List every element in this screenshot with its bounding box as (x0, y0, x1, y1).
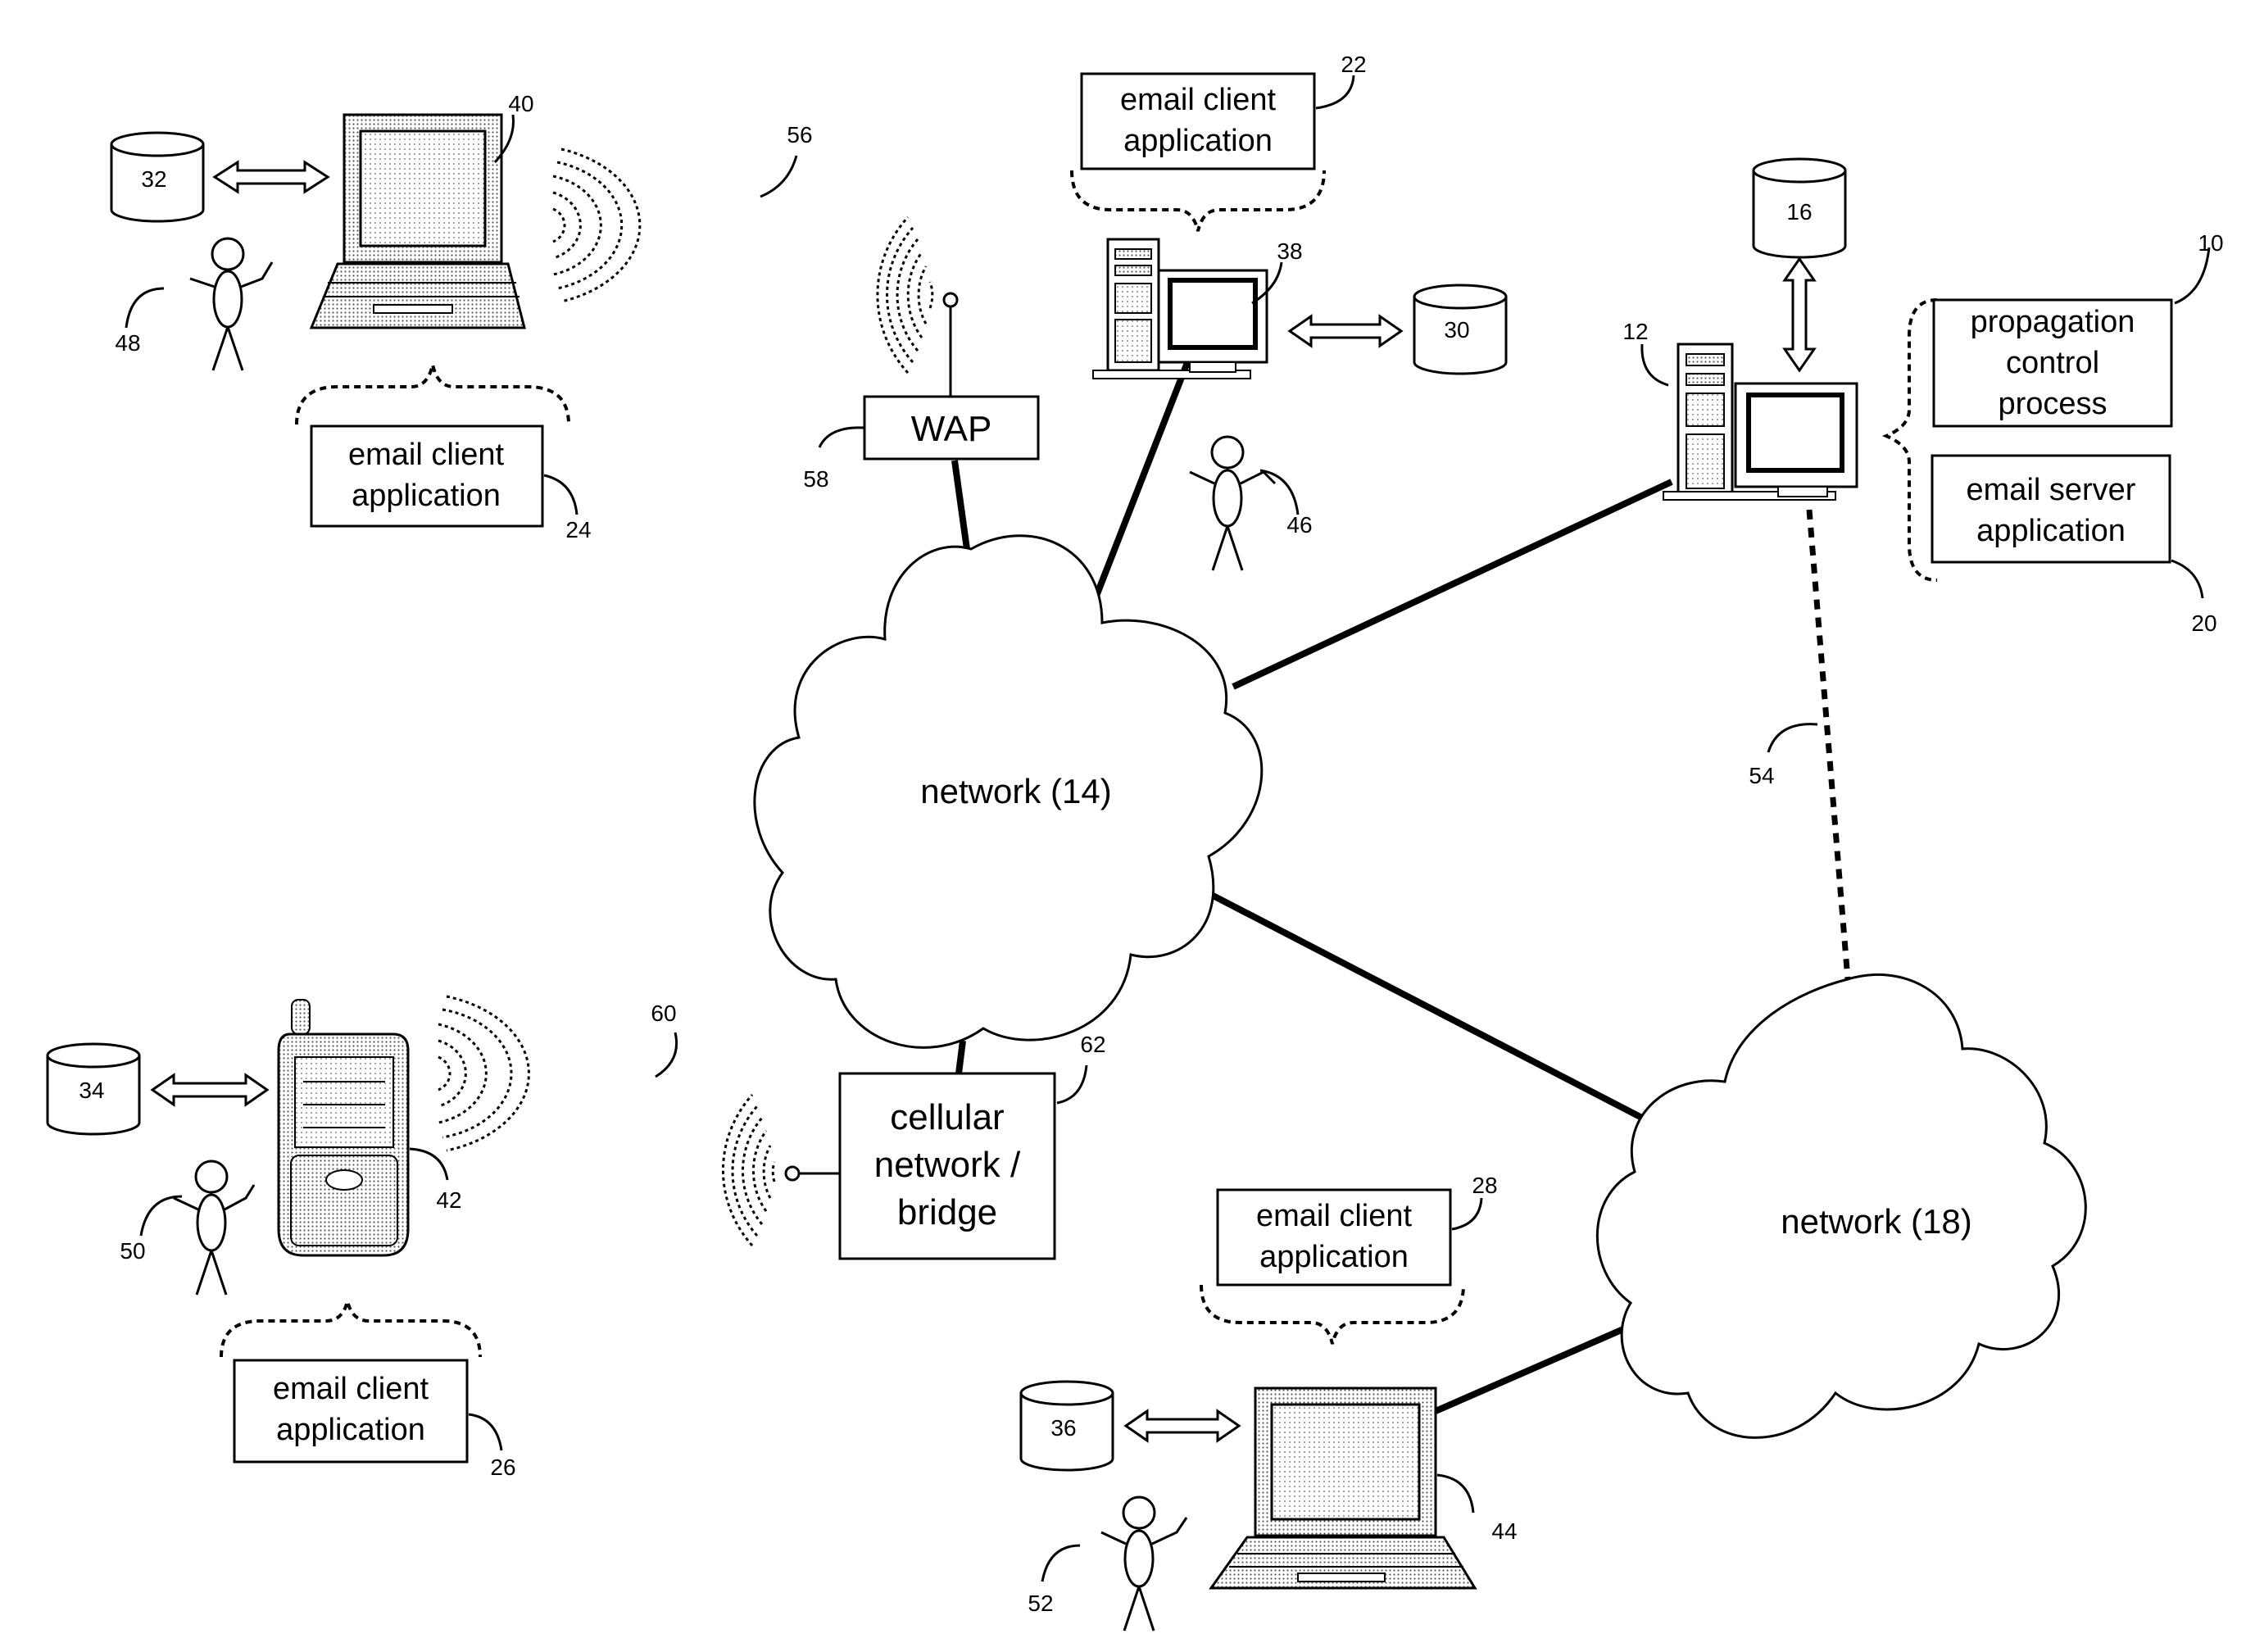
ref-52: 52 (1028, 1591, 1053, 1616)
email-client-28-line1: email client (1256, 1199, 1413, 1233)
ref-40: 40 (508, 91, 533, 116)
ref-10: 10 (2198, 230, 2223, 256)
cellular-label-1: cellular (890, 1097, 1004, 1137)
cellular-label-2: network / (874, 1145, 1021, 1185)
antenna-icon (786, 1167, 799, 1180)
email-client-26-line2: application (276, 1413, 425, 1447)
brace-laptop40 (297, 365, 569, 424)
propagation-line1: propagation (1971, 305, 2135, 339)
ref-44: 44 (1491, 1518, 1517, 1544)
user-icon-50 (174, 1161, 254, 1295)
smartphone-icon (279, 1000, 408, 1255)
dashed-link-server12-network18 (1809, 510, 1848, 979)
laptop-computer-icon (311, 115, 524, 328)
desktop-computer-icon (1093, 239, 1267, 379)
ref-56: 56 (787, 122, 812, 148)
phone-wireless-waves-icon (438, 996, 529, 1150)
db-label-16: 16 (1786, 199, 1812, 225)
link-network14-network18 (1200, 889, 1659, 1127)
brace-server12 (1886, 300, 1937, 580)
ref-58: 58 (803, 466, 828, 492)
email-client-22-line2: application (1123, 124, 1273, 158)
email-server-line1: email server (1967, 473, 2136, 507)
link-wap-network14 (955, 461, 967, 549)
email-client-22-line1: email client (1120, 83, 1277, 117)
email-client-24-line2: application (352, 479, 501, 513)
ref-38: 38 (1277, 238, 1302, 264)
propagation-line2: control (2006, 346, 2099, 380)
ref-54: 54 (1749, 763, 1774, 788)
double-arrow-icon (1785, 259, 1814, 370)
double-arrow-icon (215, 162, 328, 192)
link-desktop38-network14 (1094, 361, 1188, 602)
ref-60: 60 (651, 1001, 676, 1026)
double-arrow-icon (1126, 1411, 1239, 1441)
email-client-24-line1: email client (348, 438, 505, 472)
brace-phone42 (221, 1301, 480, 1357)
laptop-computer-icon (1211, 1388, 1475, 1588)
cellular-label-3: bridge (897, 1192, 997, 1232)
double-arrow-icon (152, 1075, 267, 1105)
cellular-wireless-waves-icon (723, 1095, 774, 1246)
double-arrow-icon (1290, 316, 1401, 346)
brace-desktop38 (1072, 170, 1324, 231)
laptop-wireless-waves-icon (553, 149, 640, 302)
propagation-line3: process (1998, 387, 2107, 421)
network-18-label: network (18) (1781, 1202, 1971, 1241)
db-label-32: 32 (141, 166, 166, 192)
ref-24: 24 (565, 517, 591, 542)
wap-wireless-waves-icon (878, 217, 932, 373)
user-icon-46 (1190, 437, 1275, 570)
ref-22: 22 (1341, 52, 1366, 77)
ref-42: 42 (436, 1187, 461, 1213)
link-network14-cellular (959, 1041, 963, 1073)
ref-28: 28 (1472, 1173, 1497, 1198)
server-computer-icon (1663, 344, 1857, 500)
network-14-label: network (14) (920, 772, 1111, 810)
brace-laptop44 (1201, 1285, 1463, 1344)
ref-62: 62 (1080, 1032, 1105, 1057)
db-label-34: 34 (79, 1078, 104, 1103)
wap-label: WAP (911, 409, 992, 449)
db-label-30: 30 (1444, 317, 1469, 343)
ref-12: 12 (1622, 319, 1648, 344)
ref-26: 26 (490, 1455, 515, 1480)
antenna-icon (944, 293, 957, 306)
ref-48: 48 (115, 330, 140, 356)
db-label-36: 36 (1050, 1415, 1076, 1441)
ref-20: 20 (2191, 610, 2216, 636)
email-server-line2: application (1976, 514, 2126, 548)
user-icon-48 (190, 238, 272, 370)
email-client-26-line1: email client (273, 1372, 429, 1406)
ref-46: 46 (1286, 512, 1312, 538)
email-client-28-line2: application (1259, 1240, 1409, 1274)
ref-50: 50 (120, 1238, 145, 1264)
user-icon-52 (1101, 1497, 1186, 1631)
